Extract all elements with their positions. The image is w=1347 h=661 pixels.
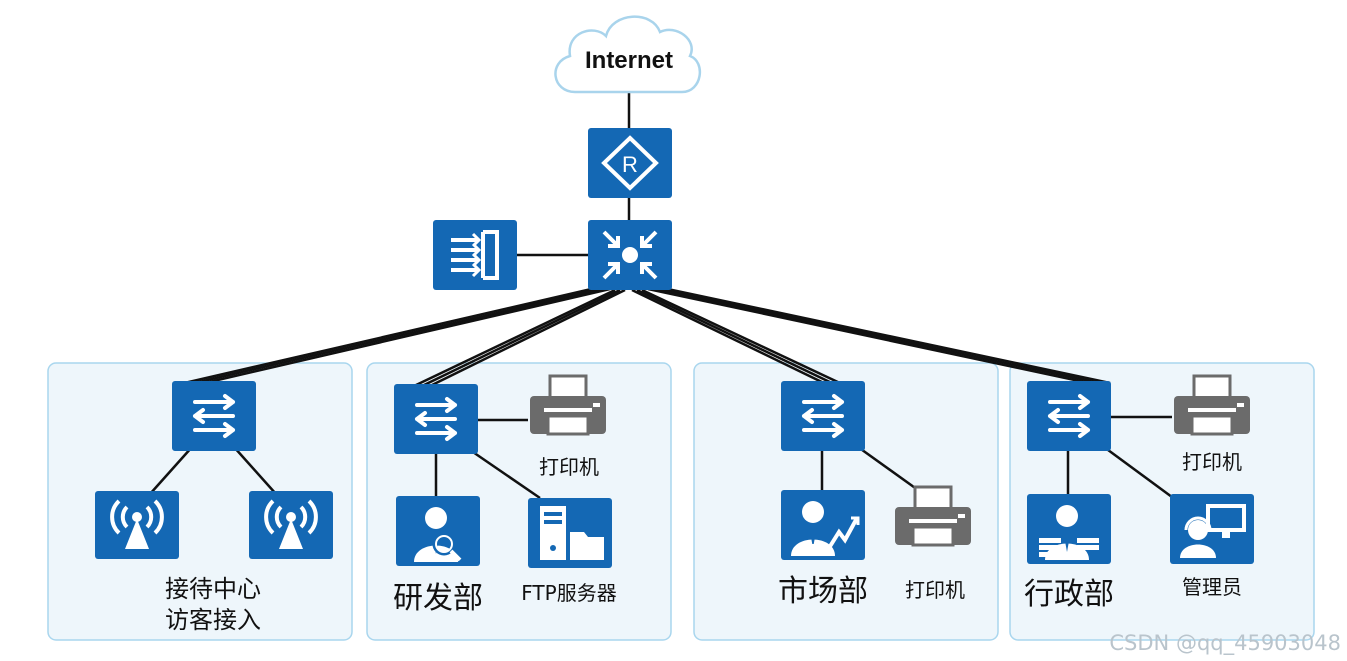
- rnd-engineer-icon: [396, 496, 480, 566]
- rnd-switch-icon: [394, 384, 478, 454]
- rnd-label: 研发部: [393, 581, 483, 616]
- internet-label: Internet: [585, 47, 673, 74]
- marketing-printer-label: 打印机: [905, 578, 965, 602]
- router-icon: R: [588, 128, 672, 198]
- admin-switch-icon: [1027, 381, 1111, 451]
- internet-cloud: Internet: [554, 15, 702, 94]
- zone-reception: [47, 362, 353, 641]
- reception-label-line2: 访客接入: [165, 606, 261, 634]
- links: [149, 92, 1177, 502]
- marketing-staff-icon: [781, 490, 865, 560]
- admin-printer-label: 打印机: [1182, 450, 1242, 474]
- reception-switch-icon: [172, 381, 256, 451]
- rnd-printer-label: 打印机: [539, 455, 599, 479]
- admin-manager-icon: [1170, 494, 1254, 564]
- wireless-ap-icon: [249, 491, 333, 559]
- admin-manager-label: 管理员: [1182, 575, 1242, 599]
- core-switch-icon: [588, 220, 672, 290]
- svg-text:R: R: [622, 152, 638, 177]
- ftp-server-label: FTP服务器: [521, 581, 616, 605]
- admin-staff-icon: [1027, 494, 1111, 564]
- firewall-icon: [433, 220, 517, 290]
- marketing-switch-icon: [781, 381, 865, 451]
- ftp-server-icon: [528, 498, 612, 568]
- reception-label-line1: 接待中心: [165, 575, 261, 603]
- wireless-ap-icon: [95, 491, 179, 559]
- admin-label: 行政部: [1024, 577, 1114, 612]
- marketing-label: 市场部: [778, 574, 868, 609]
- watermark: CSDN @qq_45903048: [1109, 631, 1341, 655]
